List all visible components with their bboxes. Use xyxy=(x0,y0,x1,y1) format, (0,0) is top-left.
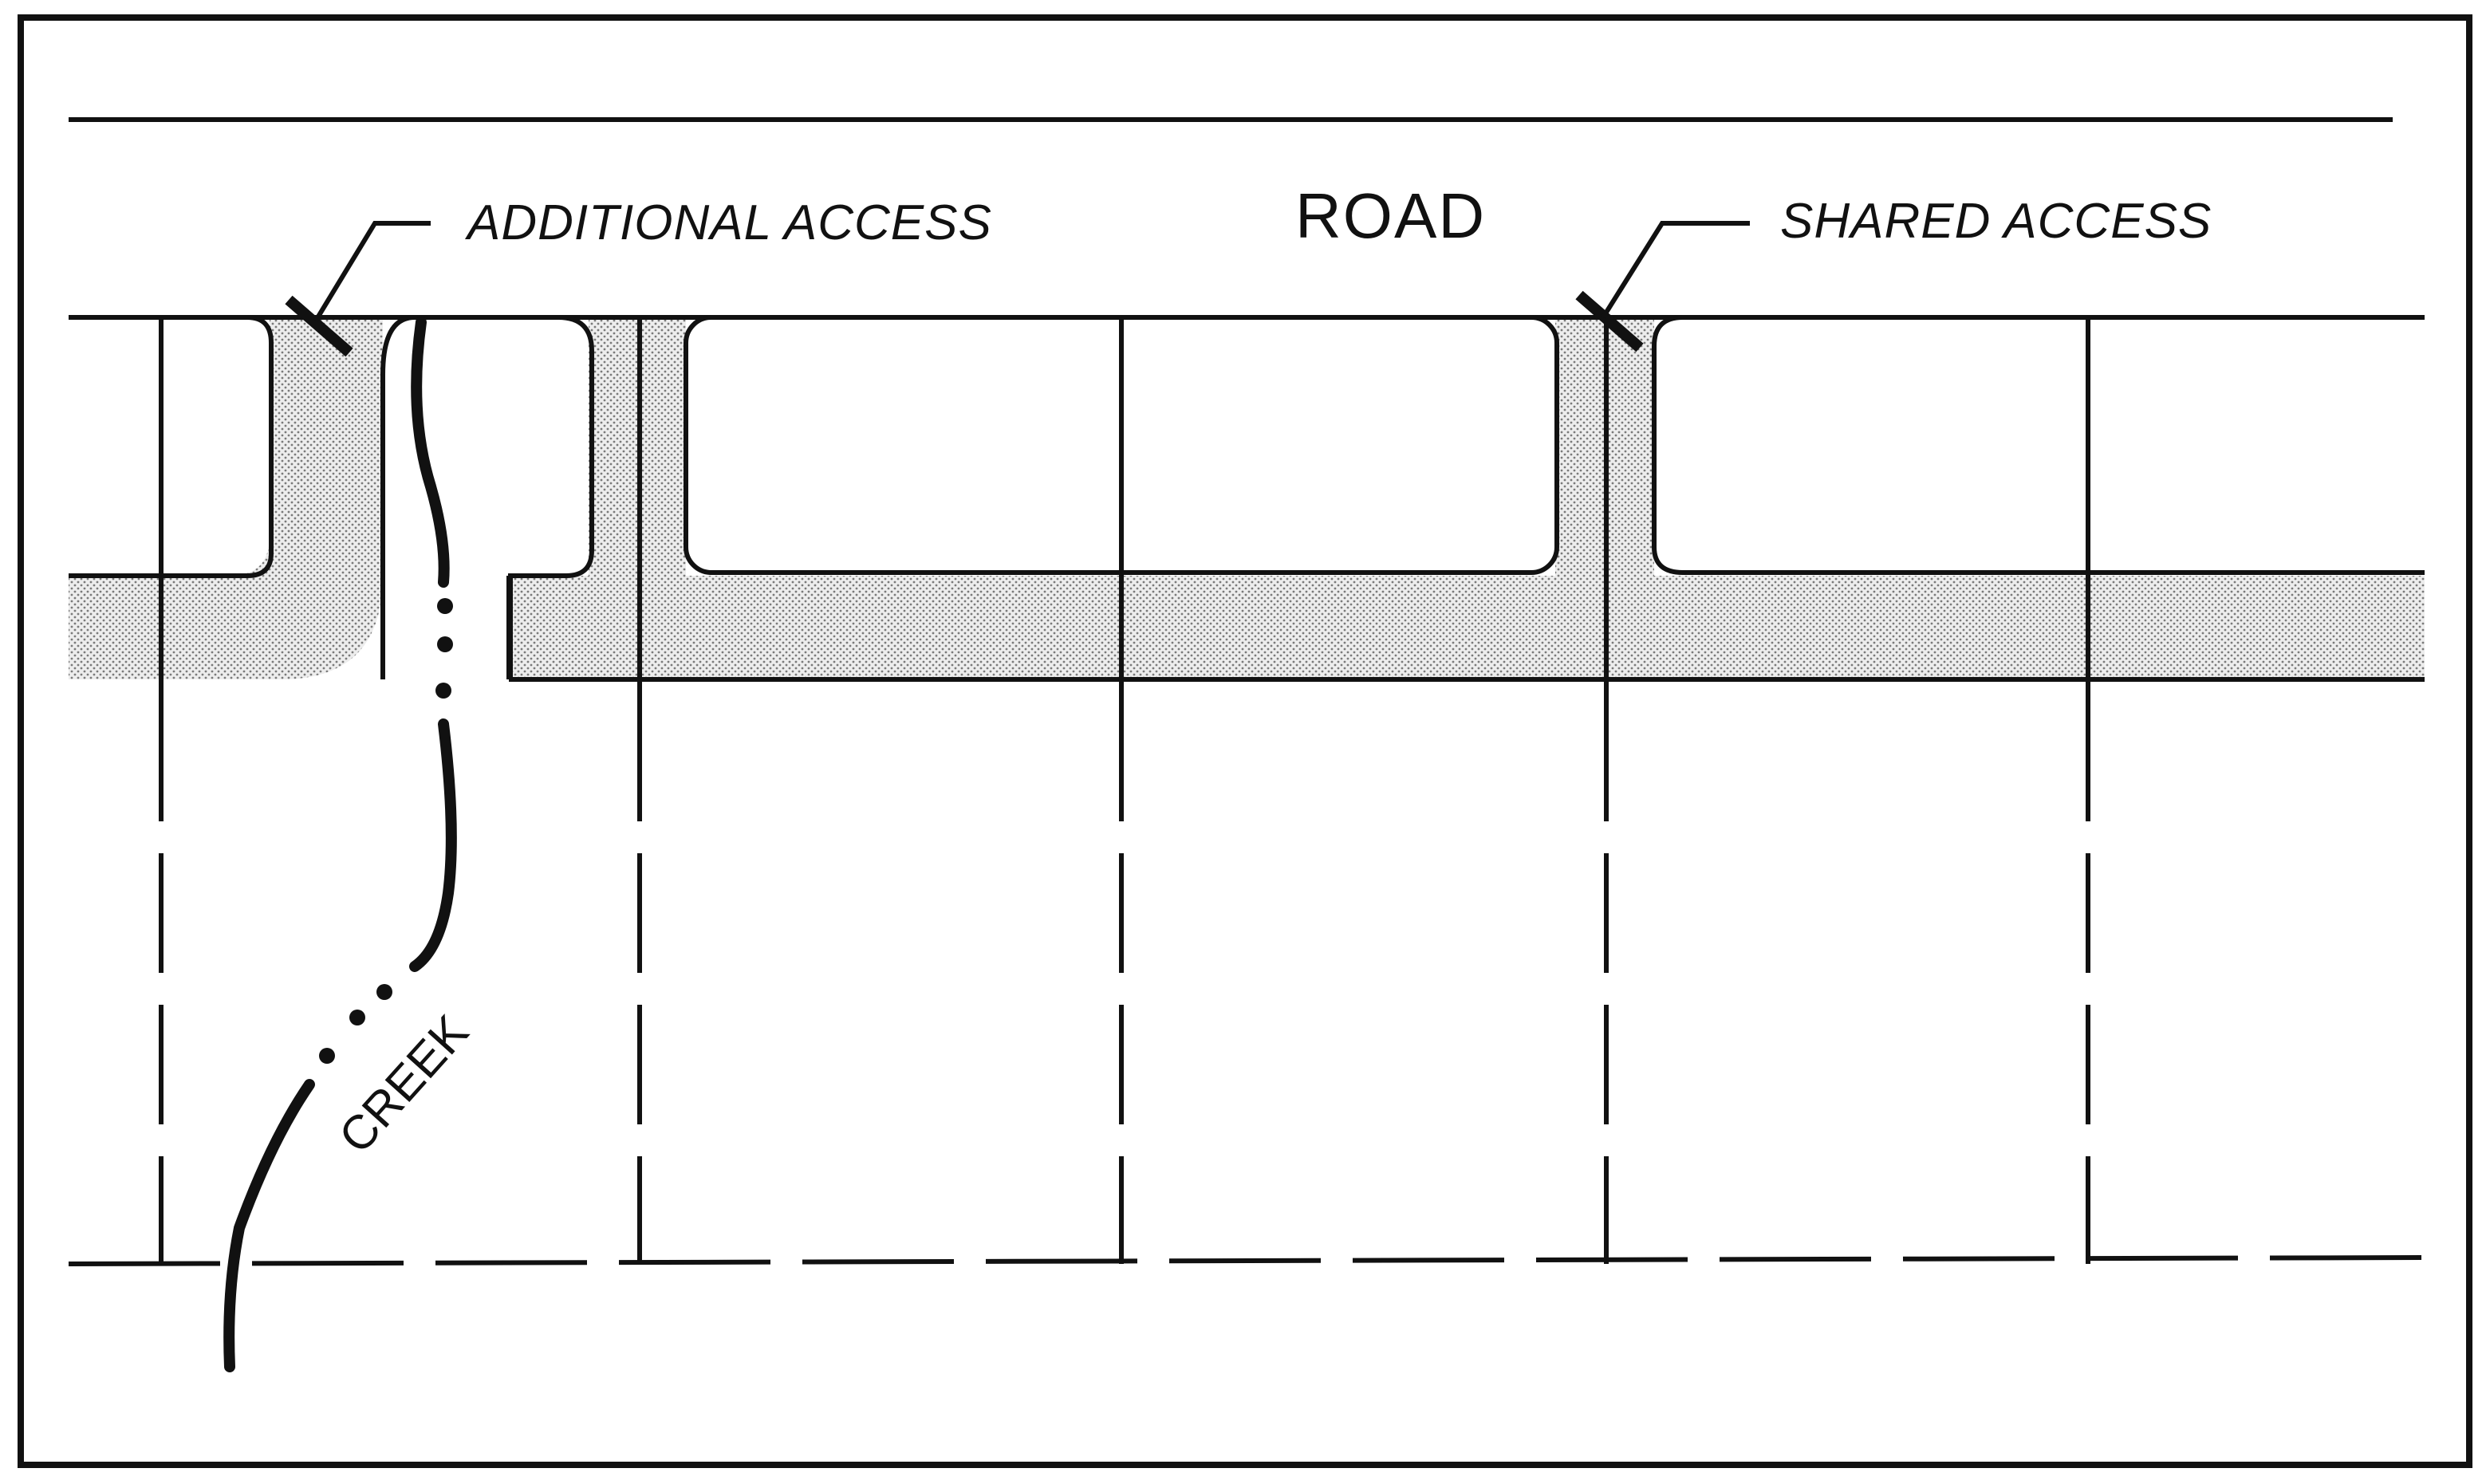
shared-access-label: SHARED ACCESS xyxy=(1780,194,2212,249)
shared-access-leader xyxy=(1601,221,1750,319)
creek-dots-lower xyxy=(319,984,392,1064)
creek-dots-upper xyxy=(435,598,453,699)
creek-middle xyxy=(409,718,457,972)
left-strip xyxy=(69,317,383,679)
creek-lower xyxy=(223,1079,315,1372)
lot-1 xyxy=(69,315,274,578)
additional-access-leader xyxy=(313,221,431,322)
main-strip xyxy=(509,576,2425,679)
additional-access-label: ADDITIONAL ACCESS xyxy=(464,195,992,250)
lot-2 xyxy=(380,315,594,679)
property-lines xyxy=(159,317,2090,1264)
diagram-frame xyxy=(18,14,2472,1468)
additional-access-marker xyxy=(285,295,353,357)
creek-upper xyxy=(411,317,450,588)
lot-outlines xyxy=(69,315,2425,682)
creek xyxy=(223,317,457,1372)
shared-access-marker xyxy=(1575,290,1644,352)
access-markers xyxy=(285,221,1750,357)
road-label: ROAD xyxy=(1295,180,1486,251)
rear-property-line xyxy=(68,1255,2425,1266)
lot-4 xyxy=(1652,315,2425,575)
